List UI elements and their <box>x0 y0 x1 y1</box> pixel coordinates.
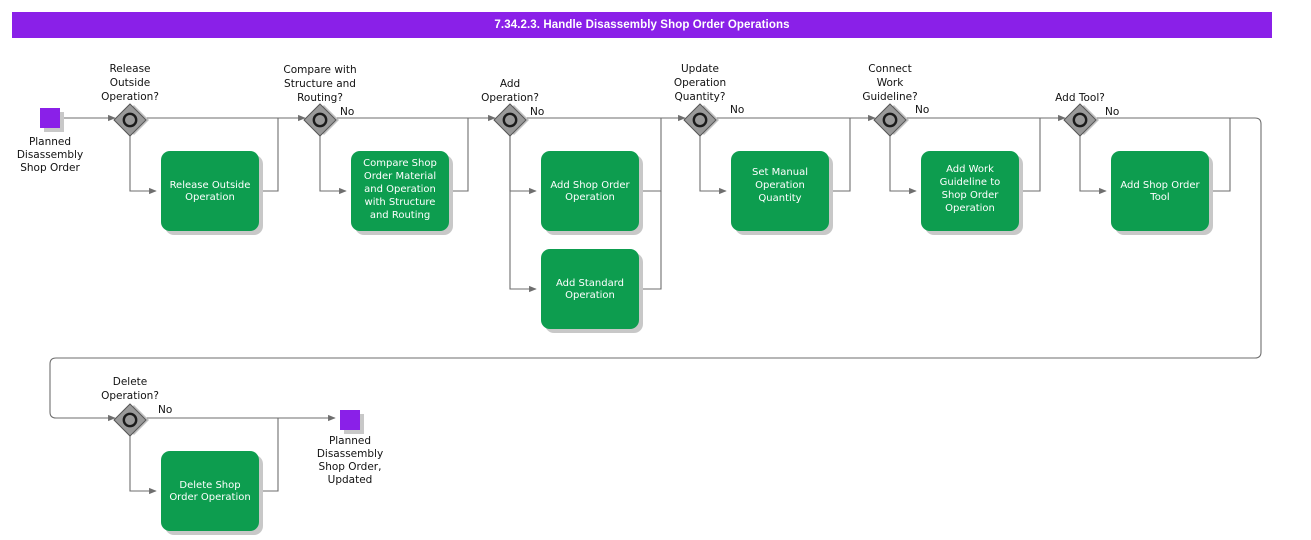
flow-g1-to-t1 <box>129 133 157 195</box>
gateway-label-line-1: Structure and <box>284 78 356 90</box>
task-set-manual-operation-quantity[interactable]: Set Manual Operation Quantity <box>731 151 833 235</box>
task-label-line-1: Tool <box>1149 192 1169 203</box>
flow-g5-to-t6 <box>889 133 917 195</box>
gateway-label-line-0: Add <box>500 78 520 90</box>
task-label-line-0: Add Standard <box>556 278 624 289</box>
task-label-line-0: Delete Shop <box>179 480 240 491</box>
gateway-label-line-0: Compare with <box>283 64 356 76</box>
task-compare-shop-order-material[interactable]: Compare Shop Order Material and Operatio… <box>351 151 453 235</box>
flow-label-g4-no: No <box>730 104 744 116</box>
flow-t5-to-g5 <box>829 118 851 192</box>
task-label-line-1: Operation <box>755 180 805 191</box>
flow-g6-to-t7 <box>1079 133 1107 195</box>
flow-t4-to-g4 <box>639 191 662 290</box>
gateway-connect-work-guideline[interactable]: Connect Work Guideline? <box>862 63 918 137</box>
flow-t7-to-g7 <box>1209 118 1231 192</box>
gateway-label-line-1: Operation? <box>101 390 159 402</box>
end-event-label-line-3: Updated <box>328 474 373 486</box>
page-title: 7.34.2.3. Handle Disassembly Shop Order … <box>494 19 790 31</box>
gateway-label-line-2: Guideline? <box>862 91 917 103</box>
event-nodes: Planned Disassembly Shop Order Planned D… <box>17 108 383 486</box>
start-event-label-line-1: Disassembly <box>17 149 83 161</box>
gateway-release-outside-operation[interactable]: Release Outside Operation? <box>101 63 159 137</box>
task-label-line-0: Add Work <box>946 164 994 175</box>
task-label-line-1: Operation <box>185 192 235 203</box>
task-label-line-0: Release Outside <box>170 180 251 191</box>
start-event-planned-disassembly-shop-order[interactable]: Planned Disassembly Shop Order <box>17 108 83 174</box>
task-add-work-guideline[interactable]: Add Work Guideline to Shop Order Operati… <box>921 151 1023 235</box>
gateway-label-line-1: Operation <box>674 77 726 89</box>
task-release-outside-operation[interactable]: Release Outside Operation <box>161 151 263 235</box>
task-label-line-1: Operation <box>565 192 615 203</box>
task-label-line-1: Guideline to <box>940 177 1001 188</box>
flow-g3-to-t4 <box>509 133 537 293</box>
flow-g3-to-t3 <box>509 133 537 195</box>
sequence-flows <box>49 114 1262 495</box>
end-event-label-line-1: Disassembly <box>317 448 383 460</box>
gateway-label-line-0: Release <box>109 63 150 75</box>
task-add-shop-order-tool[interactable]: Add Shop Order Tool <box>1111 151 1213 235</box>
gateway-label-line-2: Operation? <box>101 91 159 103</box>
flow-g7-to-t8 <box>129 433 157 495</box>
task-label-line-2: Shop Order <box>942 190 1000 201</box>
flow-g4-to-t5 <box>699 133 727 195</box>
task-label-line-1: Operation <box>565 290 615 301</box>
gateway-label-line-0: Connect <box>868 63 911 75</box>
flow-condition-labels: No No No No No No <box>158 104 1119 416</box>
end-event-planned-disassembly-shop-order-updated[interactable]: Planned Disassembly Shop Order, Updated <box>317 410 383 486</box>
end-event-label-line-0: Planned <box>329 435 371 447</box>
flow-label-g7-no: No <box>158 404 172 416</box>
task-label-line-1: Order Operation <box>169 492 250 503</box>
task-label-line-0: Add Shop Order <box>1120 180 1200 191</box>
task-add-standard-operation[interactable]: Add Standard Operation <box>541 249 643 333</box>
flow-g2-to-t2 <box>319 133 347 195</box>
task-delete-shop-order-operation[interactable]: Delete Shop Order Operation <box>161 451 263 535</box>
flow-label-g3-no: No <box>530 106 544 118</box>
start-event-label-line-0: Planned <box>29 136 71 148</box>
title-bar: 7.34.2.3. Handle Disassembly Shop Order … <box>12 12 1272 38</box>
task-label-line-0: Set Manual <box>752 167 808 178</box>
task-label-line-2: and Operation <box>364 184 436 195</box>
flow-g6-to-g7 <box>49 117 1262 422</box>
flow-label-g6-no: No <box>1105 106 1119 118</box>
task-label-line-1: Order Material <box>364 171 436 182</box>
flow-t8-to-end <box>259 418 279 492</box>
flow-label-g2-no: No <box>340 106 354 118</box>
gateway-label-line-2: Quantity? <box>675 91 726 103</box>
task-label-line-3: Operation <box>945 203 995 214</box>
task-label-line-2: Quantity <box>758 193 801 204</box>
flow-t6-to-g6 <box>1019 118 1041 192</box>
task-add-shop-order-operation[interactable]: Add Shop Order Operation <box>541 151 643 235</box>
gateway-label-line-1: Operation? <box>481 92 539 104</box>
end-event-label-line-2: Shop Order, <box>319 461 382 473</box>
gateway-compare-with-structure-and-routing[interactable]: Compare with Structure and Routing? <box>283 64 357 137</box>
gateway-label-line-1: Work <box>877 77 905 89</box>
flow-t2-to-g3 <box>449 118 469 192</box>
gateway-label-line-2: Routing? <box>297 92 343 104</box>
flow-label-g5-no: No <box>915 104 929 116</box>
gateway-label-line-0: Update <box>681 63 719 75</box>
task-nodes: Release Outside Operation Compare Shop O… <box>161 151 1213 535</box>
task-label-line-0: Add Shop Order <box>550 180 630 191</box>
gateway-delete-operation[interactable]: Delete Operation? <box>101 376 159 437</box>
gateway-add-tool[interactable]: Add Tool? <box>1055 92 1105 137</box>
task-label-line-3: with Structure <box>365 197 436 208</box>
gateway-nodes: Release Outside Operation? Compare with … <box>101 63 1105 437</box>
start-event-label-line-2: Shop Order <box>20 162 80 174</box>
gateway-label-line-1: Outside <box>110 77 151 89</box>
task-label-line-0: Compare Shop <box>363 158 437 169</box>
gateway-add-operation[interactable]: Add Operation? <box>481 78 539 137</box>
gateway-label-line-0: Add Tool? <box>1055 92 1105 104</box>
gateway-update-operation-quantity[interactable]: Update Operation Quantity? <box>674 63 726 137</box>
task-label-line-4: and Routing <box>370 210 430 221</box>
gateway-label-line-0: Delete <box>113 376 148 388</box>
flow-t1-to-g2 <box>259 118 279 192</box>
